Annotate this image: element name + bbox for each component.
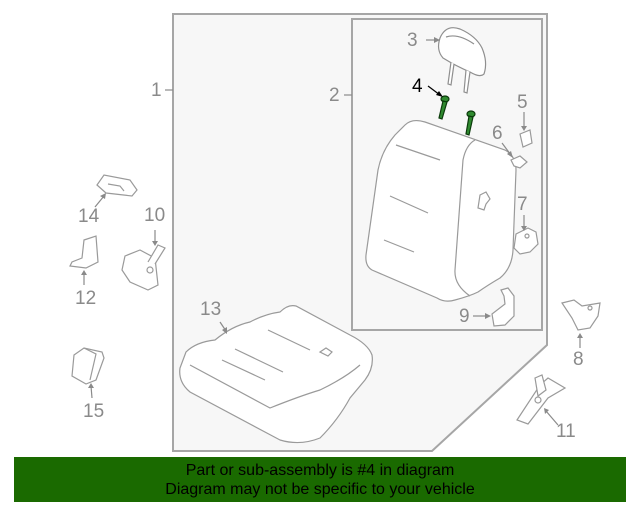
hinge-cover-part[interactable] <box>491 287 515 327</box>
callout-15[interactable]: 15 <box>83 401 105 422</box>
callout-2[interactable]: 2 <box>329 85 340 106</box>
latch-part[interactable] <box>121 244 166 291</box>
bolt-part-highlighted[interactable] <box>438 95 476 136</box>
bracket-part-8[interactable] <box>561 299 601 331</box>
callout-4-highlighted[interactable]: 4 <box>412 76 423 97</box>
bracket-part-12[interactable] <box>69 235 99 269</box>
clip-part[interactable] <box>510 155 528 169</box>
recliner-cover-part[interactable] <box>513 227 539 255</box>
callout-8[interactable]: 8 <box>573 349 584 370</box>
banner-line-part-number: Part or sub-assembly is #4 in diagram <box>185 462 455 479</box>
cover-part[interactable] <box>96 174 138 197</box>
callout-9[interactable]: 9 <box>459 306 470 327</box>
callout-10[interactable]: 10 <box>144 205 166 226</box>
callout-7[interactable]: 7 <box>517 194 528 215</box>
callout-12[interactable]: 12 <box>75 288 97 309</box>
callout-1[interactable]: 1 <box>151 80 162 101</box>
info-banner: Part or sub-assembly is #4 in diagram Di… <box>14 457 626 502</box>
callout-6[interactable]: 6 <box>492 123 503 144</box>
switch-cover-part[interactable] <box>71 347 105 385</box>
seat-back-part[interactable] <box>365 119 517 302</box>
callout-3[interactable]: 3 <box>407 30 418 51</box>
seat-cushion-part[interactable] <box>179 305 373 444</box>
cap-part[interactable] <box>519 129 533 148</box>
callout-5[interactable]: 5 <box>517 92 528 113</box>
headrest-part[interactable] <box>437 27 487 94</box>
callout-13[interactable]: 13 <box>200 299 222 320</box>
callout-11[interactable]: 11 <box>556 421 576 442</box>
callout-14[interactable]: 14 <box>78 206 100 227</box>
banner-line-disclaimer: Diagram may not be specific to your vehi… <box>165 481 475 498</box>
seat-track-part[interactable] <box>516 374 567 425</box>
